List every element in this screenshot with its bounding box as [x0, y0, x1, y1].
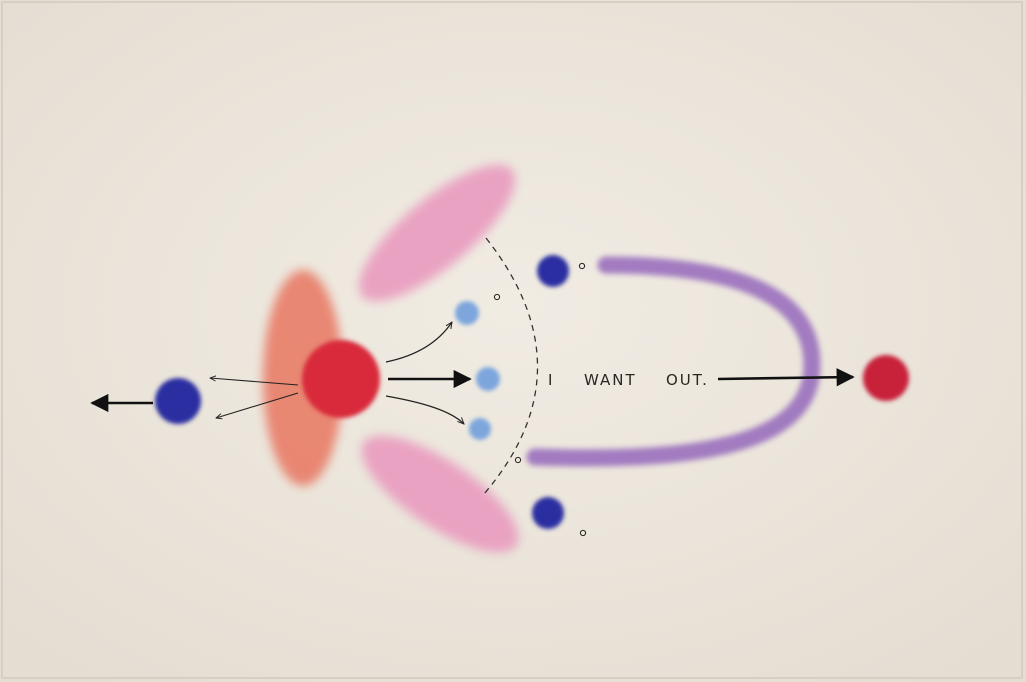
inscription-want: WANT [584, 371, 637, 389]
thin-arrow-left-lower [216, 392, 299, 418]
right-arrow [717, 368, 855, 387]
inscription-i: I [548, 371, 554, 389]
dashed-boundary-arc [483, 237, 539, 495]
light-blue-sphere-middle [476, 367, 500, 391]
small-circle-4 [579, 529, 587, 537]
inscription-out: OUT. [666, 371, 709, 389]
small-circle-2 [578, 262, 586, 270]
purple-arc [526, 256, 821, 467]
curved-arrow-down [385, 395, 464, 424]
light-blue-sphere-bottom [469, 418, 491, 440]
pink-lobe-lower [361, 435, 519, 553]
blue-sphere-upper [537, 255, 569, 287]
light-blue-sphere-top [455, 301, 479, 325]
left-blue-sphere [155, 378, 201, 424]
small-circle-3 [514, 456, 522, 464]
blue-sphere-lower [532, 497, 564, 529]
core-red-sphere [302, 340, 380, 418]
pink-lobe-upper [358, 164, 516, 302]
outer-red-sphere [863, 355, 909, 401]
small-circle-1 [493, 293, 501, 301]
thin-arrow-left-upper [210, 378, 299, 386]
curved-arrow-up [385, 322, 452, 363]
